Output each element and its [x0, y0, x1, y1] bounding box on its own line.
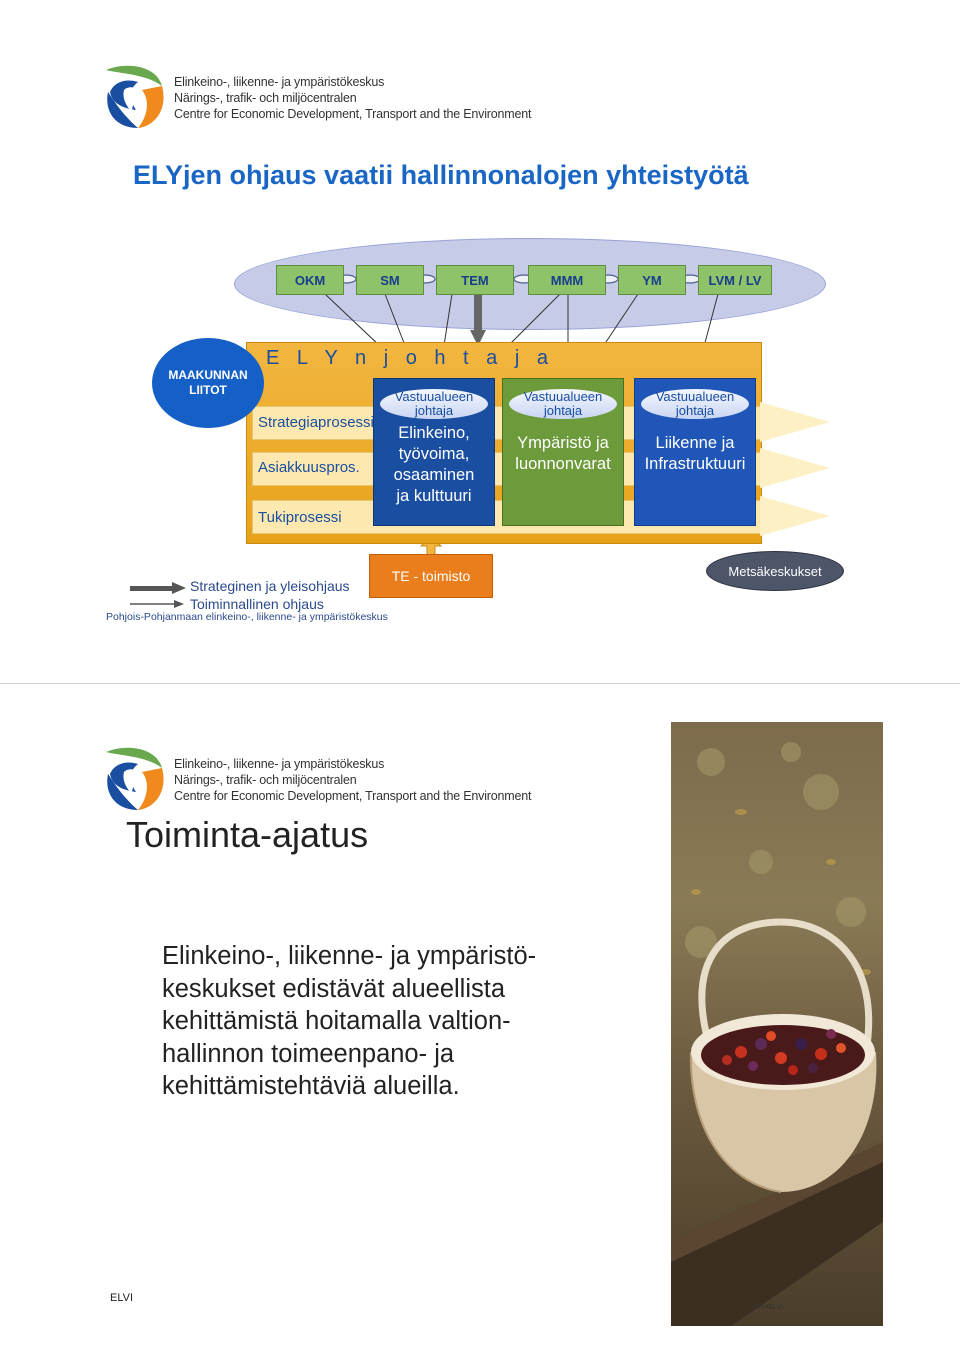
mission-text: Elinkeino-, liikenne- ja ympäristö- kesk…: [162, 940, 536, 1103]
area-line: luonnonvarat: [515, 455, 611, 473]
area-line: työvoima,: [398, 445, 470, 463]
area-director-pill: Vastuualueen johtaja: [641, 389, 749, 419]
ely-director-title: E L Y n j o h t a j a: [266, 347, 554, 369]
process-strategy: Strategiaprosessi: [258, 414, 374, 431]
pill-line2: johtaja: [414, 403, 454, 418]
area-transport-name: Liikenne ja Infrastruktuuri: [635, 433, 755, 475]
pill-line2: johtaja: [675, 403, 715, 418]
ministry-mmm: MMM: [528, 265, 606, 295]
te-office: TE - toimisto: [369, 554, 493, 598]
ely-logo: Elinkeino-, liikenne- ja ympäristökeskus…: [102, 746, 531, 817]
slide-mission: Elinkeino-, liikenne- ja ympäristökeskus…: [0, 684, 960, 1367]
mission-line: keskukset edistävät alueellista: [162, 974, 506, 1003]
slide2-footer: ELVI: [110, 1292, 134, 1304]
logo-line-en: Centre for Economic Development, Transpo…: [174, 789, 532, 803]
ministry-sm: SM: [356, 265, 424, 295]
area-director-pill: Vastuualueen johtaja: [380, 389, 488, 419]
area-business: Vastuualueen johtaja Elinkeino, työvoima…: [373, 378, 495, 526]
logo-line-fi: Elinkeino-, liikenne- ja ympäristökeskus: [174, 75, 385, 89]
slide-title: ELYjen ohjaus vaatii hallinnonalojen yht…: [133, 160, 749, 190]
maakunnan-liitot: MAAKUNNAN LIITOT: [152, 338, 264, 428]
berry-basket-photo: THHELVI: [671, 722, 883, 1326]
logo-line-sv: Närings-, trafik- och miljöcentralen: [174, 91, 357, 105]
strip-arrow: [760, 402, 830, 442]
legend-strategic: Strateginen ja yleisohjaus: [190, 578, 350, 594]
area-environment: Vastuualueen johtaja Ympäristö ja luonno…: [502, 378, 624, 526]
pill-line1: Vastuualueen: [394, 389, 474, 404]
area-environment-name: Ympäristö ja luonnonvarat: [503, 433, 623, 475]
logo-text: Elinkeino-, liikenne- ja ympäristökeskus…: [174, 756, 531, 804]
maakunnan-line1: MAAKUNNAN: [168, 368, 248, 382]
pill-line2: johtaja: [543, 403, 583, 418]
ely-logo-icon: [106, 747, 164, 810]
mission-line: hallinnon toimeenpano- ja: [162, 1039, 455, 1068]
pill-line1: Vastuualueen: [655, 389, 735, 404]
maakunnan-line2: LIITOT: [189, 383, 227, 397]
area-line: Elinkeino,: [398, 424, 470, 442]
ely-logo-icon: [106, 65, 164, 128]
area-line: Infrastruktuuri: [644, 455, 746, 473]
process-customer: Asiakkuuspros.: [258, 459, 360, 476]
area-director-pill: Vastuualueen johtaja: [509, 389, 617, 419]
strip-arrow: [760, 496, 830, 536]
mission-line: kehittämistehtäviä alueilla.: [162, 1072, 460, 1100]
area-line: Liikenne ja: [655, 434, 735, 452]
photo-caption: THHELVI: [754, 1304, 784, 1311]
area-transport: Vastuualueen johtaja Liikenne ja Infrast…: [634, 378, 756, 526]
ely-logo: Elinkeino-, liikenne- ja ympäristökeskus…: [102, 64, 531, 135]
area-line: ja kulttuuri: [396, 487, 472, 505]
area-line: Ympäristö ja: [517, 434, 609, 452]
ministry-tem: TEM: [436, 265, 514, 295]
metsakeskukset: Metsäkeskukset: [706, 551, 844, 591]
area-line: osaaminen: [393, 466, 475, 484]
ministry-lvm: LVM / LV: [698, 265, 772, 295]
mission-line: Elinkeino-, liikenne- ja ympäristö-: [162, 942, 537, 970]
slide-ely-steering: Elinkeino-, liikenne- ja ympäristökeskus…: [0, 64, 960, 684]
strip-arrow: [760, 448, 830, 488]
logo-line-en: Centre for Economic Development, Transpo…: [174, 107, 532, 121]
mission-line: kehittämistä hoitamalla valtion-: [162, 1007, 511, 1035]
ministry-okm: OKM: [276, 265, 344, 295]
area-business-name: Elinkeino, työvoima, osaaminen ja kulttu…: [374, 423, 494, 507]
logo-text: Elinkeino-, liikenne- ja ympäristökeskus…: [174, 74, 531, 122]
logo-line-fi: Elinkeino-, liikenne- ja ympäristökeskus: [174, 757, 385, 771]
pill-line1: Vastuualueen: [523, 389, 603, 404]
process-support: Tukiprosessi: [258, 509, 342, 526]
legend-operational: Toiminnallinen ohjaus: [190, 596, 324, 612]
slide-title: Toiminta-ajatus: [126, 814, 369, 855]
ministry-ym: YM: [618, 265, 686, 295]
logo-line-sv: Närings-, trafik- och miljöcentralen: [174, 773, 357, 787]
slide1-footer: Pohjois-Pohjanmaan elinkeino-, liikenne-…: [106, 611, 388, 623]
berry-basket-image: [671, 722, 883, 1326]
